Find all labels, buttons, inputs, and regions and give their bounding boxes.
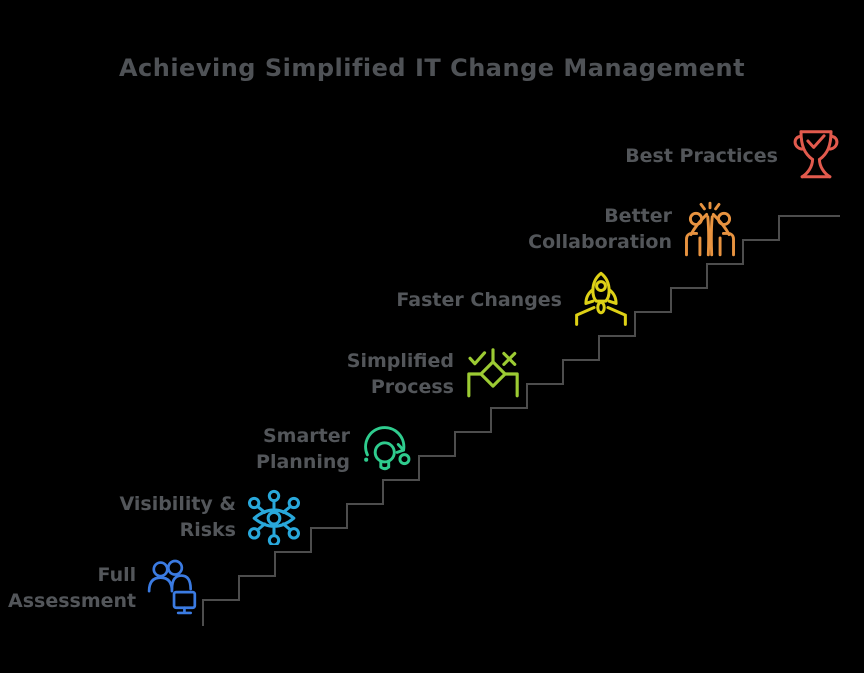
step-label: Smarter Planning [210,423,350,475]
step-label: Faster Changes [390,287,562,313]
step-label: Full Assessment [8,562,136,614]
step-label-line: Faster Changes [396,289,562,311]
step-label-line: Best Practices [625,145,778,167]
decision-flow-icon [467,348,519,398]
network-eye-icon [247,489,301,545]
step-label: Visibility & Risks [100,491,237,543]
lightbulb-refresh-icon [364,426,411,471]
diagram-title: Achieving Simplified IT Change Managemen… [118,54,746,82]
step-label: Simplified Process [310,348,454,400]
step-best-practices: Best Practices [616,126,844,186]
step-label-line: Better [604,205,672,227]
step-label-line: Collaboration [528,231,672,253]
rocket-launch-icon [575,271,627,326]
step-label-line: Risks [179,519,236,541]
step-label-line: Visibility & [119,493,237,515]
step-full-assessment: Full Assessment [8,556,197,620]
trophy-check-icon [793,130,839,179]
step-label-line: Smarter [262,425,350,447]
step-better-collaboration: Better Collaboration [510,201,738,257]
step-visibility-risks: Visibility & Risks [100,488,302,546]
step-label: Better Collaboration [510,203,672,255]
high-five-icon [685,201,735,257]
step-label: Best Practices [616,143,778,169]
step-smarter-planning: Smarter Planning [210,422,414,476]
step-label-line: Full [97,564,137,586]
team-monitor-icon [147,559,197,615]
step-label-line: Planning [256,451,350,473]
step-label-line: Process [370,376,454,398]
step-label-line: Simplified [346,350,454,372]
step-simplified-process: Simplified Process [310,346,522,402]
step-label-line: Assessment [8,590,137,612]
step-faster-changes: Faster Changes [390,271,630,329]
